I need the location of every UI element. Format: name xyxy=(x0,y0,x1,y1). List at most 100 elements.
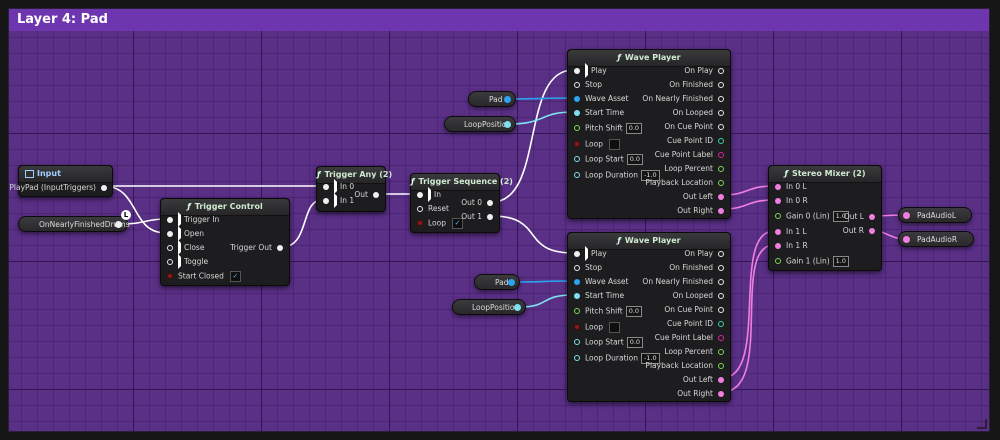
pin-seq-reset[interactable]: Reset xyxy=(417,204,449,214)
wp2-out-cue-point-id[interactable]: Cue Point ID xyxy=(667,319,724,329)
wp2-loop-checkbox[interactable] xyxy=(609,322,620,333)
wp1-pin-wave-asset[interactable]: Wave Asset xyxy=(574,94,628,104)
wp1-out-on-finished[interactable]: On Finished xyxy=(669,80,724,90)
mixer-pin-gain0[interactable]: Gain 0 (Lin)1.0 xyxy=(775,211,849,222)
pin-trigger-out[interactable]: Trigger Out xyxy=(230,243,283,253)
pin-seq-in[interactable]: In xyxy=(417,187,441,202)
pin-playpad[interactable]: PlayPad (InputTriggers) xyxy=(9,183,107,193)
wp2-out-on-cue-point[interactable]: On Cue Point xyxy=(664,305,724,315)
pin-seq-out-1[interactable]: Out 1 xyxy=(461,212,493,222)
pin-seq-loop[interactable]: Loop✓ xyxy=(417,218,463,229)
wp1-pin-loop-duration[interactable]: Loop Duration-1.0 xyxy=(574,170,660,181)
get-on-nearly-finished-drums[interactable]: OnNearlyFinishedDrums xyxy=(18,216,130,232)
get-loop-position-2[interactable]: LoopPosition xyxy=(452,299,526,315)
wp2-loop-start-field[interactable]: 0.0 xyxy=(626,337,644,348)
wp1-out-left[interactable]: Out Left xyxy=(683,192,724,202)
comment-resize-handle[interactable] xyxy=(977,419,987,429)
get-loop-position-2-pin[interactable] xyxy=(514,304,521,311)
wp1-loop-checkbox[interactable] xyxy=(609,139,620,150)
wp2-out-left[interactable]: Out Left xyxy=(683,375,724,385)
wp2-pin-start-time[interactable]: Start Time xyxy=(574,291,624,301)
wp1-out-right[interactable]: Out Right xyxy=(677,206,724,216)
start-closed-checkbox[interactable]: ✓ xyxy=(229,271,241,282)
wp2-out-playback-location[interactable]: Playback Location xyxy=(645,361,724,371)
wp1-out-cue-point-label[interactable]: Cue Point Label xyxy=(655,150,724,160)
pin-close[interactable]: Close xyxy=(167,240,204,255)
wp1-pitch-shift-field[interactable]: 0.0 xyxy=(625,123,643,134)
mixer-pin-gain1[interactable]: Gain 1 (Lin)1.0 xyxy=(775,256,849,267)
pin-toggle[interactable]: Toggle xyxy=(167,254,208,269)
wp1-pin-play[interactable]: Play xyxy=(574,63,607,78)
pin-seq-out-0[interactable]: Out 0 xyxy=(461,198,493,208)
wp1-pin-start-time[interactable]: Start Time xyxy=(574,108,624,118)
input-node[interactable]: Input PlayPad (InputTriggers) xyxy=(9,165,113,197)
mixer-out-l[interactable]: Out L xyxy=(844,212,875,222)
mixer-out-r[interactable]: Out R xyxy=(843,226,875,236)
get-pad-2[interactable]: Pad xyxy=(474,274,520,290)
pin-trigger-any-out[interactable]: Out xyxy=(354,190,379,200)
wp2-pin-play[interactable]: Play xyxy=(574,246,607,261)
wp2-out-right[interactable]: Out Right xyxy=(677,389,724,399)
pin-playpad-dot[interactable] xyxy=(101,185,107,191)
set-pad-audio-l-pin[interactable] xyxy=(903,212,910,219)
get-pad-1[interactable]: Pad xyxy=(468,91,516,107)
wp1-loop-start-field[interactable]: 0.0 xyxy=(626,154,644,165)
pin-trigger-in[interactable]: Trigger In xyxy=(167,212,219,227)
pin-in-1[interactable]: In 1 xyxy=(323,193,354,208)
pin-in-0[interactable]: In 0 xyxy=(323,179,354,194)
set-pad-audio-r[interactable]: PadAudioR xyxy=(898,231,974,247)
wp1-pin-start-time-label: Start Time xyxy=(585,108,625,117)
get-loop-position-1-pin[interactable] xyxy=(504,121,511,128)
get-on-nearly-finished-drums-pin[interactable] xyxy=(115,221,122,228)
mixer-pin-in1r[interactable]: In 1 R xyxy=(775,241,808,251)
wp2-out-on-finished[interactable]: On Finished xyxy=(669,263,724,273)
wp2-out-on-play[interactable]: On Play xyxy=(684,249,724,259)
wp1-out-on-play[interactable]: On Play xyxy=(684,66,724,76)
set-pad-audio-r-pin[interactable] xyxy=(903,236,910,243)
wp1-out-on-looped[interactable]: On Looped xyxy=(673,108,724,118)
wp1-pin-stop[interactable]: Stop xyxy=(574,80,602,90)
wp1-out-playback-location[interactable]: Playback Location xyxy=(645,178,724,188)
wp1-loop-duration-field[interactable]: -1.0 xyxy=(640,170,660,181)
wp1-out-on-cue-point[interactable]: On Cue Point xyxy=(664,122,724,132)
mixer-pin-in0l[interactable]: In 0 L xyxy=(775,182,807,192)
wp2-out-on-nearly-finished[interactable]: On Nearly Finished xyxy=(642,277,724,287)
mixer-pin-in1l[interactable]: In 1 L xyxy=(775,227,807,237)
set-pad-audio-l[interactable]: PadAudioL xyxy=(898,207,972,223)
wp2-pin-loop[interactable]: Loop xyxy=(574,322,620,333)
mixer-pin-in0r[interactable]: In 0 R xyxy=(775,196,808,206)
pin-open[interactable]: Open xyxy=(167,226,204,241)
mixer-gain1-field[interactable]: 1.0 xyxy=(832,256,849,267)
wp1-out-cue-point-id[interactable]: Cue Point ID xyxy=(667,136,724,146)
pin-start-closed[interactable]: Start Closed✓ xyxy=(167,271,241,282)
mixer-gain0-field[interactable]: 1.0 xyxy=(832,211,849,222)
wp2-pin-loop-duration[interactable]: Loop Duration-1.0 xyxy=(574,353,660,364)
comment-title[interactable]: Layer 4: Pad xyxy=(9,9,989,31)
get-loop-position-1[interactable]: LoopPosition xyxy=(444,116,516,132)
get-pad-1-pin[interactable] xyxy=(504,96,511,103)
seq-loop-checkbox[interactable]: ✓ xyxy=(452,218,463,229)
wp1-pin-loop[interactable]: Loop xyxy=(574,139,620,150)
wp1-out-on-nearly-finished[interactable]: On Nearly Finished xyxy=(642,94,724,104)
wp2-out-on-looped[interactable]: On Looped xyxy=(673,291,724,301)
wp2-out-loop-percent[interactable]: Loop Percent xyxy=(664,347,724,357)
wp2-pitch-shift-field[interactable]: 0.0 xyxy=(625,306,643,317)
wp1-out-loop-percent[interactable]: Loop Percent xyxy=(664,164,724,174)
wp2-loop-duration-field[interactable]: -1.0 xyxy=(640,353,660,364)
wp2-out-playback-location-label: Playback Location xyxy=(645,361,713,370)
wp2-pin-wave-asset[interactable]: Wave Asset xyxy=(574,277,628,287)
get-pad-2-pin[interactable] xyxy=(508,279,515,286)
wp2-out-cue-point-label[interactable]: Cue Point Label xyxy=(655,333,724,343)
wp2-pin-stop[interactable]: Stop xyxy=(574,263,602,273)
